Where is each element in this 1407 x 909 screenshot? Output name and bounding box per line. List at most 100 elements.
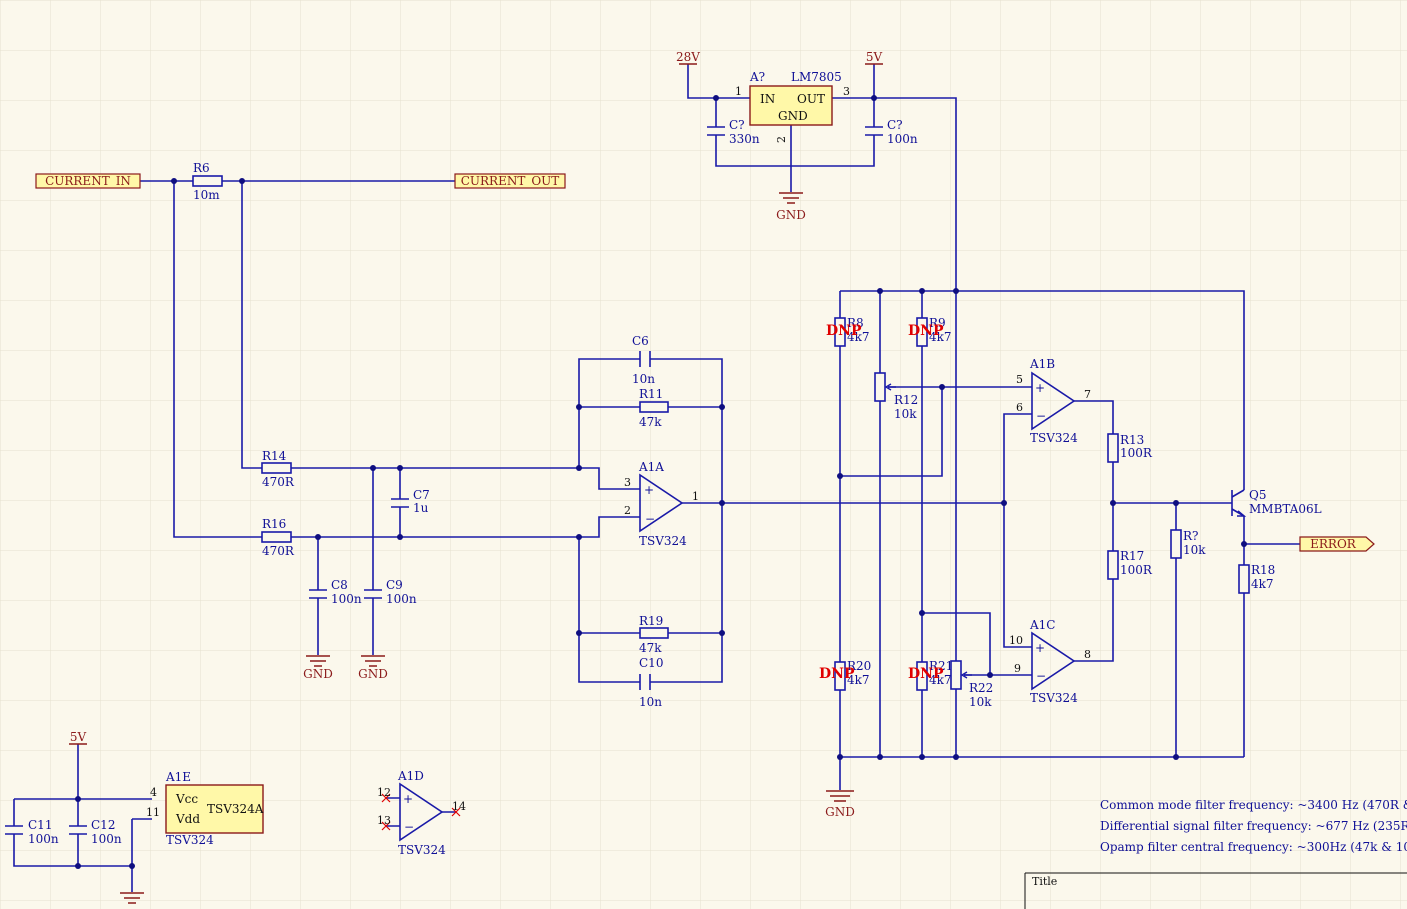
a1c-minus-icon: − (1036, 669, 1046, 683)
junction-dot (719, 500, 725, 506)
port-current-in[interactable]: CURRENT_IN (35, 173, 141, 189)
creg-in-ref: C? (729, 118, 745, 132)
junction-dot (939, 384, 945, 390)
resistor-r21[interactable]: R21 4k7 DNP (908, 659, 953, 691)
resistor-r13[interactable]: R13 100R (1107, 433, 1153, 463)
potentiometer-r12[interactable]: R12 10k (874, 372, 918, 421)
a1e-vdd: Vdd (175, 812, 200, 826)
a1b-pin-n: 6 (1016, 401, 1023, 414)
resistor-r16[interactable]: R16 470R (261, 517, 295, 558)
transistor-q5[interactable]: Q5 MMBTA06L (1231, 488, 1322, 517)
r22-val: 10k (969, 695, 992, 709)
a1b-pin-o: 7 (1084, 388, 1091, 401)
r9-dnp: DNP (908, 323, 944, 339)
resistor-r-unknown[interactable]: R? 10k (1170, 529, 1206, 559)
a1c-plus-icon: + (1035, 641, 1045, 655)
a1a-part: TSV324 (639, 534, 687, 548)
junction-dot (1110, 500, 1116, 506)
capacitor-c7[interactable]: C7 1u (391, 488, 430, 515)
a1e-part: TSV324 (166, 833, 214, 847)
a1c-pin-o: 8 (1084, 648, 1091, 661)
a1a-pin-n: 2 (624, 504, 631, 517)
a1c-ref: A1C (1029, 618, 1055, 632)
a1d-part: TSV324 (398, 843, 446, 857)
capacitor-c6[interactable]: C6 10n (632, 334, 655, 386)
title-block-title-label: Title (1032, 875, 1057, 888)
note-differential: Differential signal filter frequency: ~6… (1100, 819, 1407, 833)
regulator-lm7805[interactable]: IN OUT GND A? LM7805 1 2 3 (735, 70, 850, 143)
r11-val: 47k (639, 415, 662, 429)
rq-val: 10k (1183, 543, 1206, 557)
capacitor-c9[interactable]: C9 100n (364, 578, 417, 606)
reg-designator: A? (749, 70, 765, 84)
power-5v-reg-label: 5V (866, 50, 883, 64)
opamp-a1d[interactable]: + − A1D TSV324 12 13 14 (377, 769, 466, 857)
resistor-r6[interactable]: R6 10m (192, 161, 223, 202)
reg-pin-1: 1 (735, 85, 742, 98)
junction-dot (370, 465, 376, 471)
a1b-ref: A1B (1029, 357, 1055, 371)
r9-val: 4k7 (929, 330, 952, 344)
r8-ref: R8 (847, 316, 864, 330)
a1d-pin-p: 12 (377, 786, 391, 799)
junction-dot (877, 288, 883, 294)
resistor-r8[interactable]: R8 4k7 DNP (826, 316, 870, 347)
r12-val: 10k (894, 407, 917, 421)
a1b-part: TSV324 (1030, 431, 1078, 445)
power-28v-label: 28V (676, 50, 700, 64)
capacitor-c8[interactable]: C8 100n (309, 578, 362, 606)
junction-dot (576, 630, 582, 636)
a1a-plus-icon: + (644, 483, 654, 497)
capacitor-c11[interactable]: C11 100n (5, 818, 59, 846)
a1a-pin-p: 3 (624, 476, 631, 489)
junction-dot (987, 672, 993, 678)
resistor-r11[interactable]: R11 47k (639, 387, 669, 429)
c8-ref: C8 (331, 578, 348, 592)
opamp-a1b[interactable]: + − A1B TSV324 5 6 7 (1016, 357, 1091, 445)
junction-dot (576, 534, 582, 540)
note-opamp-filter: Opamp filter central frequency: ~300Hz (… (1100, 840, 1407, 854)
gnd-supply (120, 892, 144, 904)
capacitor-reg-out[interactable]: C? 100n (865, 118, 918, 146)
r18-ref: R18 (1251, 563, 1275, 577)
reg-pin-gnd-label: GND (778, 109, 808, 123)
capacitor-c10[interactable]: C10 10n (639, 656, 663, 709)
creg-out-val: 100n (887, 132, 918, 146)
rq-ref: R? (1183, 529, 1198, 543)
r21-val: 4k7 (929, 673, 952, 687)
gnd-c8: GND (303, 655, 333, 681)
a1b-pin-p: 5 (1016, 373, 1023, 386)
junction-dot (719, 404, 725, 410)
resistor-r17[interactable]: R17 100R (1107, 549, 1153, 580)
potentiometer-r22[interactable]: R22 10k (950, 660, 993, 709)
a1c-pin-n: 9 (1014, 662, 1021, 675)
gnd-network: GND (825, 790, 855, 819)
resistor-r14[interactable]: R14 470R (261, 449, 295, 489)
junction-dot (75, 863, 81, 869)
r18-val: 4k7 (1251, 577, 1274, 591)
resistor-r20[interactable]: R20 4k7 DNP (819, 659, 871, 691)
resistor-r9[interactable]: R9 4k7 DNP (908, 316, 952, 347)
design-notes: Common mode filter frequency: ~3400 Hz (… (1100, 798, 1407, 854)
c11-val: 100n (28, 832, 59, 846)
opamp-a1e-supply[interactable]: Vcc Vdd TSV324A A1E TSV324 4 11 (146, 770, 264, 847)
port-error[interactable]: ERROR (1299, 536, 1375, 552)
junction-dot (171, 178, 177, 184)
junction-dot (1173, 500, 1179, 506)
resistor-r19[interactable]: R19 47k (639, 614, 669, 655)
c11-ref: C11 (28, 818, 52, 832)
opamp-a1a[interactable]: + − A1A TSV324 3 2 1 (624, 460, 699, 548)
r19-val: 47k (639, 641, 662, 655)
note-common-mode: Common mode filter frequency: ~3400 Hz (… (1100, 798, 1407, 812)
junction-dot (953, 288, 959, 294)
opamp-a1c[interactable]: + − A1C TSV324 10 9 8 (1009, 618, 1091, 705)
c12-val: 100n (91, 832, 122, 846)
port-current-out[interactable]: CURRENT_OUT (454, 173, 566, 189)
capacitor-reg-in[interactable]: C? 330n (707, 118, 760, 146)
junction-dot (576, 404, 582, 410)
r16-val: 470R (262, 544, 295, 558)
capacitor-c12[interactable]: C12 100n (69, 818, 122, 846)
junction-dot (1241, 541, 1247, 547)
r16-ref: R16 (262, 517, 286, 531)
resistor-r18[interactable]: R18 4k7 (1238, 563, 1275, 594)
